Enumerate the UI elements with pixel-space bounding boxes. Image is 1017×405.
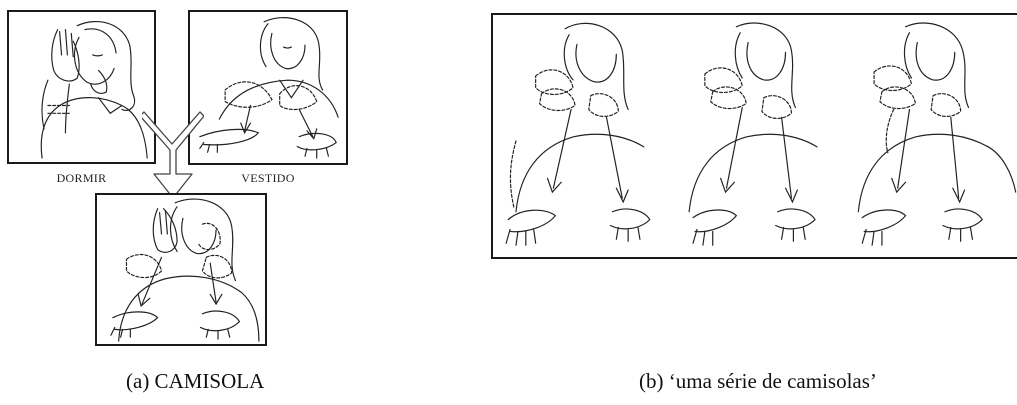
caption-a: (a) CAMISOLA — [126, 369, 265, 393]
merge-arrow — [142, 111, 204, 199]
dormir-sign-panel — [7, 10, 156, 164]
dormir-sign-illustration — [40, 21, 148, 159]
vestido-sign-panel — [188, 10, 348, 165]
caption-b: (b) ‘uma série de camisolas’ — [639, 369, 877, 393]
camisola-sign-illustration — [110, 198, 260, 342]
series-sign-illustration — [505, 22, 1017, 246]
vestido-label: VESTIDO — [241, 171, 295, 185]
series-sign-panel — [491, 13, 1017, 259]
camisola-sign-panel — [95, 193, 267, 346]
vestido-sign-illustration — [199, 17, 339, 159]
dormir-label: DORMIR — [56, 171, 107, 185]
